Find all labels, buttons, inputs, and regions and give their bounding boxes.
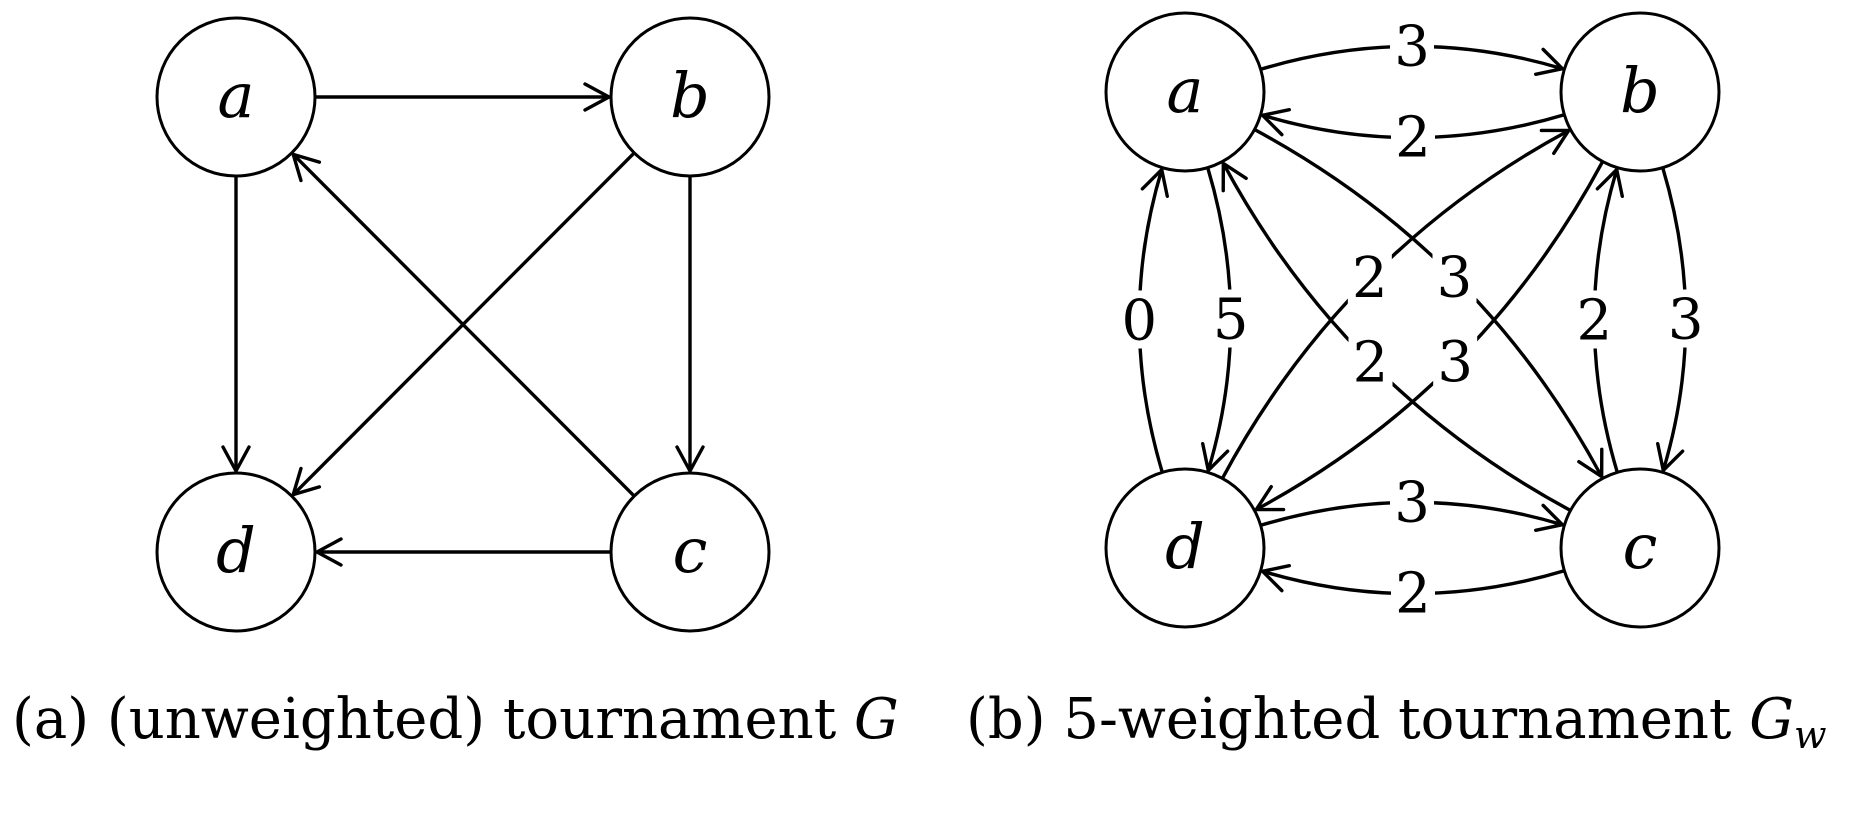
node-label-d: d [1165,510,1205,583]
arrowhead-b-to-d [291,466,322,497]
edge-weight-b-c: 3 [1668,288,1704,353]
node-a [1104,11,1266,173]
arrowhead-d-to-c [1533,503,1565,532]
arrowhead-d-to-b [1539,128,1571,156]
edge-weight-c-a: 2 [1353,331,1389,396]
edge-weight-bg-b-c [1663,289,1708,348]
edge-weight-a-d: 5 [1213,288,1249,353]
edge-b-to-d [1255,160,1605,512]
node-d [155,471,317,633]
node-a [155,16,317,178]
arrowhead-a-to-b [583,82,611,112]
node-label-a: a [218,59,255,132]
edge-c-to-a [292,153,636,498]
edge-weight-c-d: 2 [1395,562,1431,627]
arrowhead-b-to-c [675,445,705,473]
node-label-a: a [1167,54,1204,127]
arrowhead-a-to-d [221,445,251,473]
caption-b: (b) 5-weighted tournament Gw [966,687,1826,757]
node-c [609,471,771,633]
edge-weight-bg-b-d [1433,331,1478,390]
edge-a-to-c [1253,128,1604,478]
edge-weight-bg-c-d [1390,563,1435,622]
edge-weight-bg-c-a [1348,332,1393,391]
node-b [1559,11,1721,173]
node-label-b: b [670,59,710,132]
edge-weight-b-d: 3 [1437,330,1473,395]
arrowhead-c-to-b [1595,167,1624,199]
arrowhead-a-to-d [1201,441,1230,473]
node-label-c: c [1623,510,1658,583]
node-label-c: c [673,514,708,587]
edge-weight-bg-d-b [1347,248,1392,307]
edge-weight-bg-a-c [1432,247,1477,306]
node-c [1559,467,1721,629]
arrowhead-a-to-b [1533,47,1565,76]
diagram-unweighted-tournament: a b c d [155,16,771,633]
edge-weight-bg-a-b [1390,16,1435,75]
edge-weight-c-b: 2 [1576,288,1612,353]
node-label-b: b [1620,54,1660,127]
edge-weight-b-a: 2 [1395,106,1431,171]
node-b [609,16,771,178]
arrowhead-b-to-a [1260,108,1292,137]
arrowhead-c-to-d [1260,564,1292,593]
edge-d-to-b [1220,128,1570,480]
edge-weight-a-c: 3 [1437,245,1473,310]
caption-a: (a) (unweighted) tournament G [12,687,899,752]
node-d [1104,467,1266,629]
edge-weight-bg-b-a [1390,107,1435,166]
edge-c-to-a [1221,162,1572,512]
edge-weight-bg-d-c [1390,472,1435,531]
edge-weight-a-b: 3 [1394,14,1430,79]
arrowhead-c-to-a [1221,161,1248,193]
edge-weight-d-c: 3 [1394,470,1430,535]
node-label-d: d [216,514,256,587]
arrowhead-b-to-d [1254,484,1286,512]
edge-weight-bg-d-a [1117,290,1162,349]
arrowhead-d-to-a [1140,167,1169,199]
edge-weight-d-a: 0 [1121,288,1157,353]
arrowhead-c-to-a [291,152,322,183]
edge-weight-bg-c-b [1572,290,1617,349]
edge-weight-d-b: 2 [1352,246,1388,311]
arrowhead-b-to-c [1656,441,1685,473]
arrowhead-a-to-c [1577,447,1604,479]
edge-weight-bg-a-d [1208,289,1253,348]
arrowhead-c-to-d [315,537,343,567]
